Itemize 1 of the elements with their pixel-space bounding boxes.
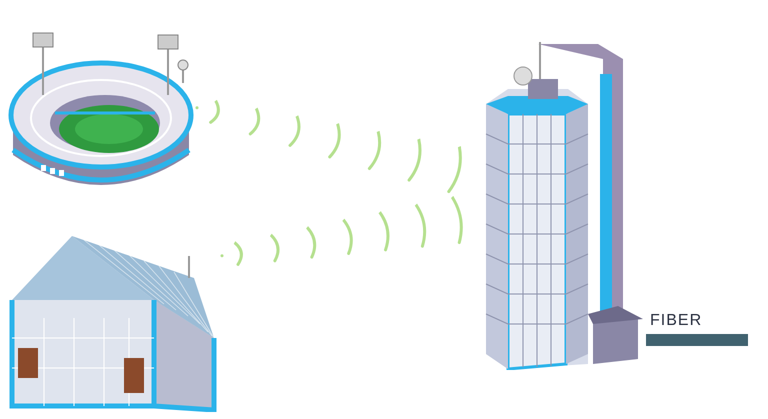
fiber-cable: [646, 334, 748, 346]
